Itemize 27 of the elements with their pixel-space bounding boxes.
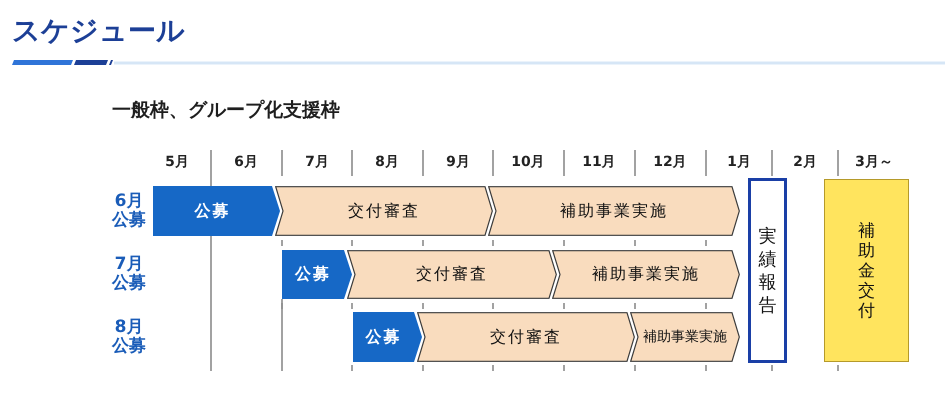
- phase-bar: 補助事業実施: [630, 312, 740, 362]
- phase-bar: 公募: [353, 312, 422, 362]
- phase-bar: 交付審査: [417, 312, 635, 362]
- section-heading: 一般枠、グループ化支援枠: [112, 98, 340, 123]
- row-label: 8月公募: [110, 318, 147, 356]
- month-label: 6月: [233, 153, 259, 171]
- row-label: 6月公募: [110, 192, 147, 230]
- page-title: スケジュール: [12, 13, 185, 49]
- phase-bar: 交付審査: [275, 186, 493, 236]
- month-label: 3月～: [854, 153, 894, 171]
- phase-bar: 交付審査: [347, 250, 557, 299]
- phase-bar: 補助事業実施: [488, 186, 740, 236]
- phase-bar: 公募: [282, 250, 352, 299]
- month-label: 5月: [164, 153, 190, 171]
- month-label: 2月: [792, 153, 818, 171]
- month-label: 1月: [726, 153, 752, 171]
- month-label: 11月: [581, 153, 617, 171]
- month-label: 12月: [652, 153, 688, 171]
- phase-bar: 公募: [153, 186, 280, 236]
- month-label: 9月: [445, 153, 471, 171]
- phase-bar: 補助事業実施: [552, 250, 740, 299]
- month-label: 10月: [510, 153, 546, 171]
- row-label: 7月公募: [110, 255, 147, 293]
- process-box: 補助金交付: [824, 179, 909, 362]
- month-label: 8月: [374, 153, 400, 171]
- month-label: 7月: [304, 153, 330, 171]
- process-box: 実績報告: [748, 178, 787, 363]
